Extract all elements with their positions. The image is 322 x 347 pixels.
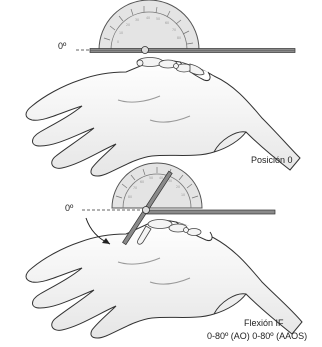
svg-text:60: 60 [140,180,144,184]
zero-degree-label-bottom: 0º [65,203,73,213]
svg-text:50: 50 [156,17,160,21]
zero-degree-label-top: 0º [58,41,66,51]
svg-text:80: 80 [177,36,181,40]
svg-text:10: 10 [181,193,185,197]
svg-text:50: 50 [149,176,153,180]
flexion-range-values: 0-80º (AO) 0-80º (AAOS) [207,331,307,341]
svg-text:10: 10 [119,31,123,35]
goniometer-protractor-bottom: 80 70 60 50 40 30 20 10 [112,163,202,208]
svg-text:70: 70 [172,28,176,32]
svg-text:0: 0 [117,40,119,44]
svg-text:40: 40 [159,176,163,180]
bottom-panel: 80 70 60 50 40 30 20 10 [26,163,302,338]
goniometer-protractor-top: 0 10 20 30 40 50 60 70 80 [99,0,199,50]
svg-text:60: 60 [165,21,169,25]
svg-text:80: 80 [128,195,132,199]
position-zero-caption: Posición 0 [251,155,293,165]
svg-text:20: 20 [176,185,180,189]
svg-text:20: 20 [126,23,130,27]
svg-text:30: 30 [168,179,172,183]
flexion-caption-title: Flexión IF [244,318,284,328]
svg-text:30: 30 [135,18,139,22]
top-panel: 0 10 20 30 40 50 60 70 80 [26,0,300,176]
svg-text:70: 70 [133,186,137,190]
svg-text:40: 40 [146,16,150,20]
